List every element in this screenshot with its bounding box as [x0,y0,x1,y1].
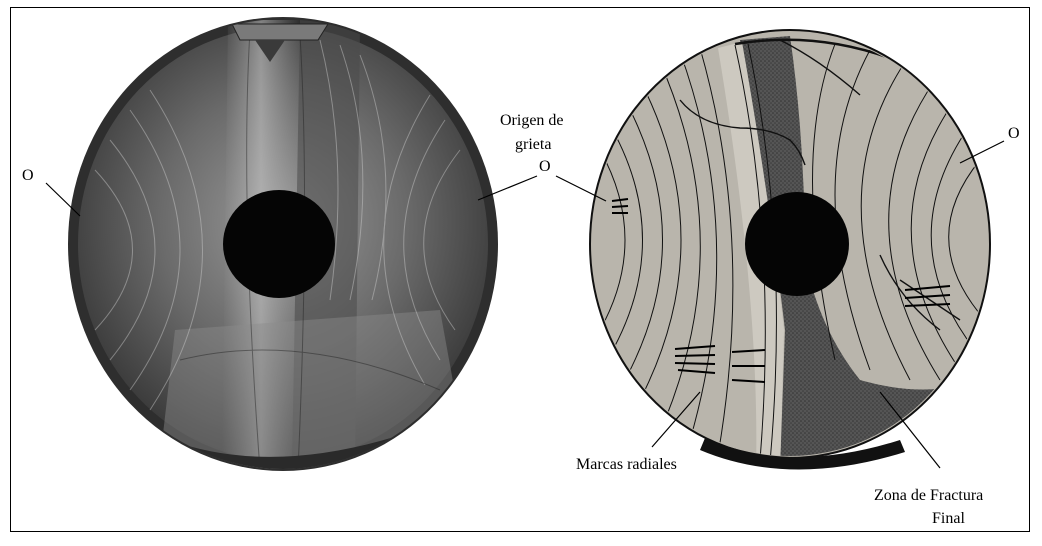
label-origin-heading-1: Origen de [500,112,564,129]
drawing-disc [590,30,990,470]
photo-center-hole [223,190,335,298]
label-final-zone-2: Final [932,510,965,527]
label-origin-right: O [1008,125,1020,142]
photo-disc [68,17,498,480]
label-origin-heading-o: O [539,158,551,175]
drawing-center-hole [745,192,849,296]
label-origin-heading-2: grieta [515,136,551,153]
label-origin-left: O [22,167,34,184]
label-radial-marks: Marcas radiales [576,456,677,473]
label-final-zone-1: Zona de Fractura [874,487,983,504]
